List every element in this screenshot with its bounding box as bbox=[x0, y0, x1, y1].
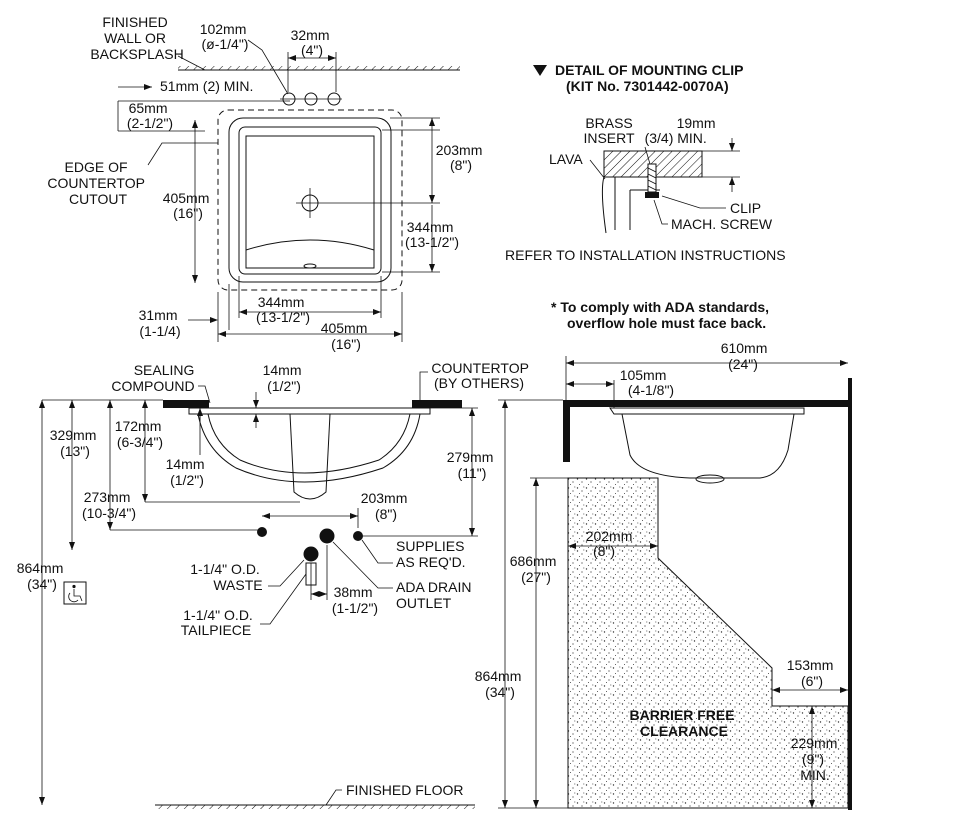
hole-spacing-label: 32mm (4") bbox=[291, 27, 334, 58]
basin-flange bbox=[188, 407, 431, 415]
d203-label: 203mm (8") bbox=[436, 142, 487, 173]
countertop-left bbox=[163, 400, 209, 408]
basin-bowl-front bbox=[197, 413, 421, 483]
clip-detail-title: DETAIL OF MOUNTING CLIP (KIT No. 7301442… bbox=[555, 62, 747, 94]
edge-cutout-leader bbox=[147, 142, 218, 166]
min-51-label: 51mm (2) MIN. bbox=[160, 78, 253, 94]
clip-detail: DETAIL OF MOUNTING CLIP (KIT No. 7301442… bbox=[505, 62, 786, 263]
supply-left bbox=[257, 527, 267, 537]
countertop-right bbox=[412, 400, 462, 408]
d203-front-label: 203mm (8") bbox=[361, 490, 412, 522]
d610-label: 610mm (24") bbox=[721, 340, 772, 372]
barrier-free-clearance-zone bbox=[567, 477, 849, 809]
finished-floor-label: FINISHED FLOOR bbox=[346, 782, 463, 798]
d279-label: 279mm (11") bbox=[447, 449, 498, 481]
d273-label: 273mm (10-3/4") bbox=[82, 489, 136, 521]
ada-drain-outlet bbox=[319, 528, 335, 544]
d65-label: 65mm (2-1/2") bbox=[127, 100, 173, 131]
d202-label: 202mm (8") bbox=[586, 528, 637, 559]
d864-side-label: 864mm (34") bbox=[475, 668, 526, 700]
side-basin-bowl bbox=[621, 413, 795, 479]
accessibility-icon bbox=[63, 581, 87, 605]
d686-label: 686mm (27") bbox=[510, 553, 561, 585]
countertop-label: COUNTERTOP (BY OTHERS) bbox=[431, 360, 532, 391]
side-basin-flange bbox=[609, 407, 805, 415]
edge-cutout-label: EDGE OF COUNTERTOP CUTOUT bbox=[47, 159, 148, 207]
ada-note: * To comply with ADA standards, overflow… bbox=[551, 299, 773, 331]
finished-wall-label: FINISHED WALL OR BACKSPLASH bbox=[90, 14, 183, 62]
waste-outlet bbox=[303, 546, 319, 562]
brass-insert-label: BRASS INSERT bbox=[583, 115, 636, 146]
d31-label: 31mm (1-1/4) bbox=[139, 307, 182, 339]
side-countertop bbox=[563, 400, 852, 407]
d153-label: 153mm (6") bbox=[787, 657, 838, 689]
d105-label: 105mm (4-1/8") bbox=[620, 367, 674, 398]
d172-label: 172mm (6-3/4") bbox=[115, 418, 166, 450]
ada-drain-label: ADA DRAIN OUTLET bbox=[396, 579, 475, 611]
d864-front-label: 864mm (34") bbox=[17, 560, 68, 592]
wall-leader bbox=[177, 55, 206, 71]
lava-label: LAVA bbox=[549, 151, 583, 167]
side-view: BARRIER FREE CLEARANCE 610mm (24") 105mm… bbox=[475, 340, 852, 810]
basin-rim bbox=[228, 117, 392, 283]
d405h-label: 405mm (16") bbox=[321, 320, 372, 352]
overflow bbox=[303, 263, 317, 269]
waste-label: 1-1/4" O.D. WASTE bbox=[190, 561, 263, 593]
drain-body bbox=[289, 413, 331, 500]
supplies-label: SUPPLIES AS REQ'D. bbox=[396, 538, 468, 570]
refer-instructions: REFER TO INSTALLATION INSTRUCTIONS bbox=[505, 247, 786, 263]
tailpiece-label: 1-1/4" O.D. TAILPIECE bbox=[181, 607, 257, 638]
front-view: SEALING COMPOUND 14mm (1/2") COUNTERTOP … bbox=[17, 360, 532, 809]
d405v-label: 405mm (16") bbox=[163, 190, 214, 221]
top-view: FINISHED WALL OR BACKSPLASH 102mm (ø-1/4… bbox=[47, 14, 487, 352]
d14b-label: 14mm (1/2") bbox=[166, 456, 209, 488]
brass-size-label: (3/4) bbox=[645, 130, 674, 146]
d329-label: 329mm (13") bbox=[50, 427, 101, 459]
side-wall bbox=[848, 378, 852, 810]
min19-label: 19mm MIN. bbox=[677, 115, 720, 146]
basin-inner bbox=[238, 126, 382, 275]
screw-label: MACH. SCREW bbox=[671, 216, 773, 232]
d229-label: 229mm (9") MIN. bbox=[791, 735, 842, 783]
d344v-label: 344mm (13-1/2") bbox=[405, 219, 459, 250]
hole-dia-leader bbox=[247, 39, 289, 95]
clip-label: CLIP bbox=[730, 200, 761, 216]
sealing-label: SEALING COMPOUND bbox=[111, 362, 198, 394]
side-countertop-edge bbox=[563, 400, 570, 462]
detail-marker-icon bbox=[533, 65, 547, 76]
clip-lava-wall bbox=[601, 176, 607, 234]
basin-bowl bbox=[245, 135, 375, 269]
d14a-label: 14mm (1/2") bbox=[263, 362, 306, 394]
d344h-label: 344mm (13-1/2") bbox=[256, 294, 310, 325]
wall-hatch bbox=[178, 66, 460, 70]
hole-dia-label: 102mm (ø-1/4") bbox=[200, 21, 251, 52]
countertop-cutout-edge bbox=[217, 109, 403, 291]
supply-right bbox=[353, 531, 363, 541]
clearance-label: BARRIER FREE CLEARANCE bbox=[630, 707, 739, 739]
d38-label: 38mm (1-1/2") bbox=[332, 584, 378, 616]
